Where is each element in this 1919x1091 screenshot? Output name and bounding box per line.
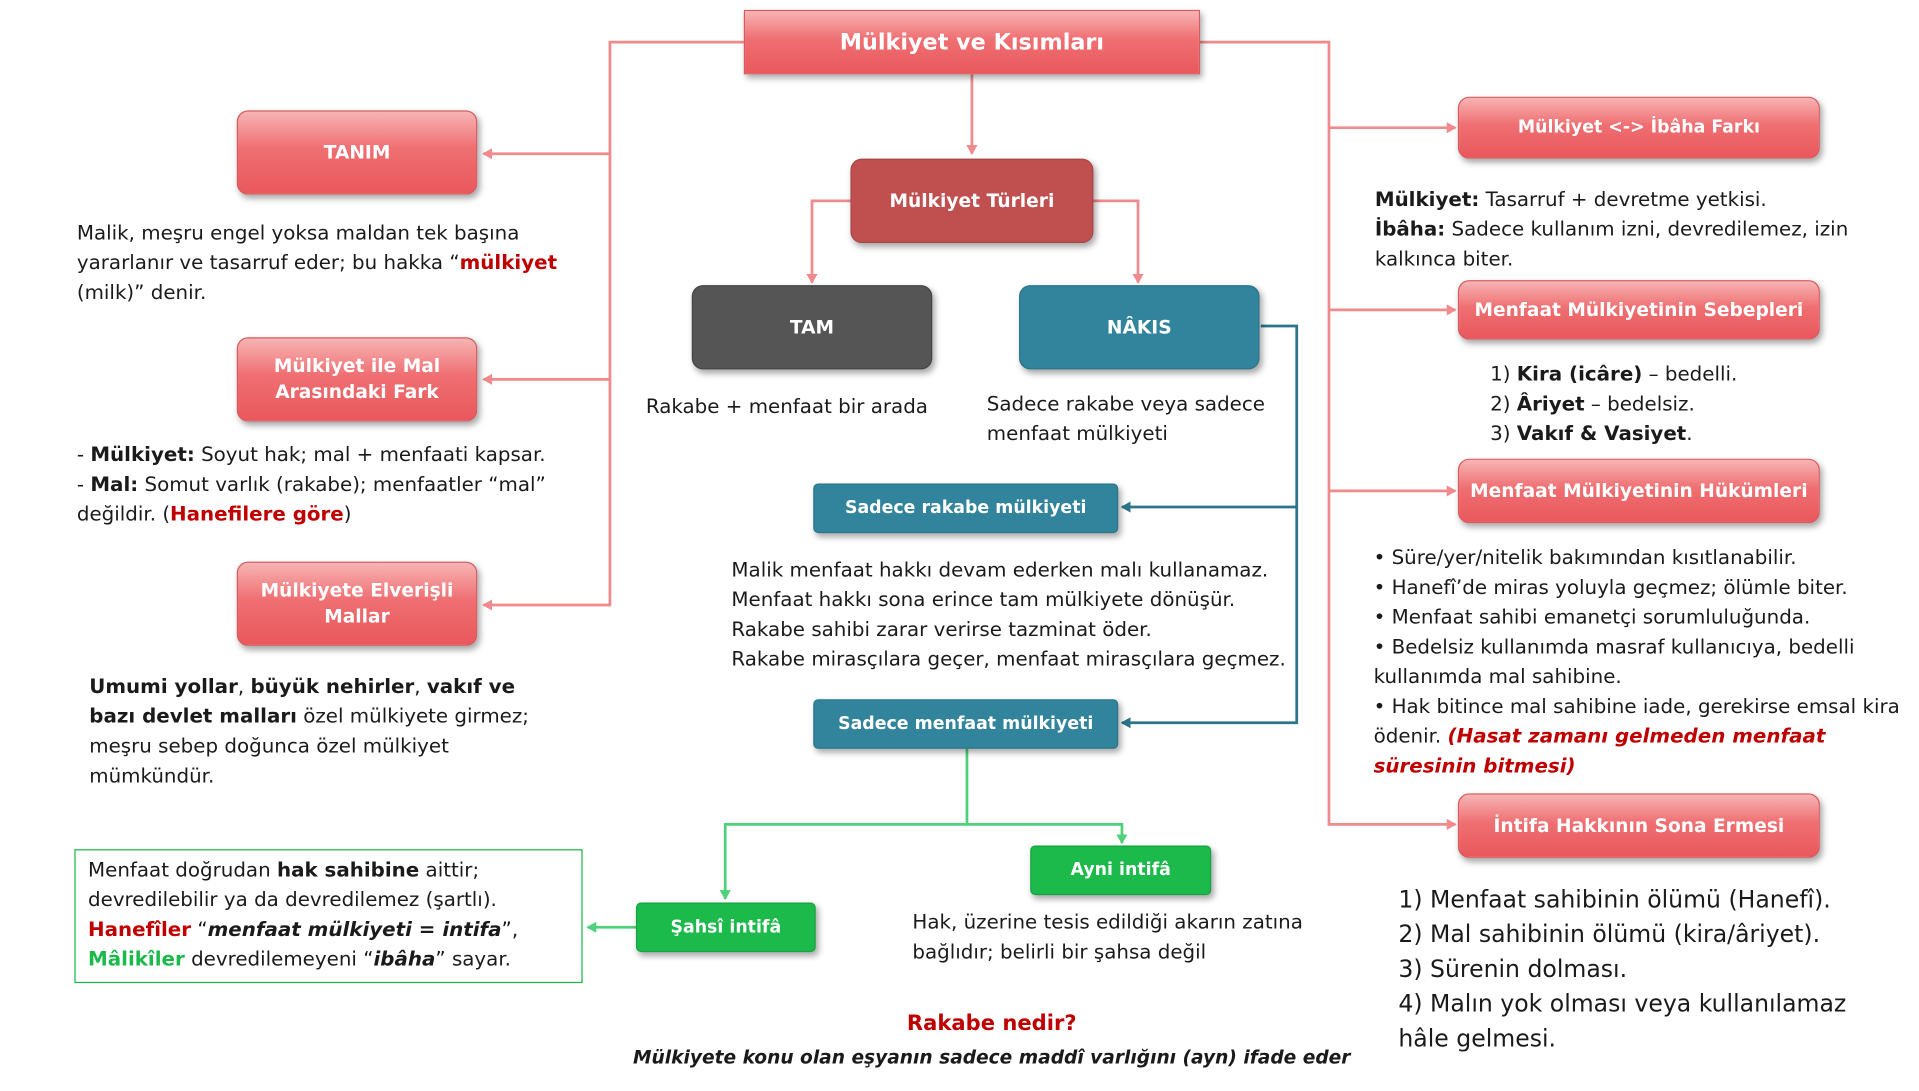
elverisli-mallar-text: Umumi yollar, büyük nehirler, vakıf ve b…: [89, 674, 529, 788]
mulkiyet-mal-fark-text: - Mülkiyet: Soyut hak; mal + menfaati ka…: [76, 442, 546, 526]
elverisli-mallar-box: Mülkiyete Elverişli Mallar: [236, 561, 478, 646]
sebepler-box: Menfaat Mülkiyetinin Sebepleri: [1457, 280, 1820, 340]
rakabe-question: Rakabe nedir?: [906, 1011, 1077, 1037]
tanim-text: Malik, meşru engel yoksa maldan tek başı…: [76, 220, 558, 304]
hukumler-box: Menfaat Mülkiyetinin Hükümleri: [1457, 458, 1820, 524]
mulkiyet-mal-fark-box: Mülkiyet ile Mal Arasındaki Fark: [236, 337, 478, 422]
sona-erme-box: İntifa Hakkının Sona Ermesi: [1457, 793, 1820, 858]
ayni-intifa-box: Ayni intifâ: [1030, 845, 1212, 896]
title-box: Mülkiyet ve Kısımları: [743, 9, 1201, 75]
ibaha-fark-box: Mülkiyet <-> İbâha Farkı: [1457, 96, 1820, 159]
sona-erme-list: 1) Menfaat sahibinin ölümü (Hanefî). 2) …: [1398, 886, 1847, 1053]
tanim-box: TANIM: [236, 110, 478, 195]
nakis-box: NÂKIS: [1019, 285, 1260, 370]
sadece-rakabe-box: Sadece rakabe mülkiyeti: [813, 483, 1119, 534]
mulkiyet-turleri-box: Mülkiyet Türleri: [850, 158, 1094, 243]
ibaha-fark-text: Mülkiyet: Tasarruf + devretme yetkisi. İ…: [1374, 187, 1849, 271]
nakis-text: Sadece rakabe veya sadece menfaat mülkiy…: [986, 391, 1265, 446]
sadece-rakabe-text: Malik menfaat hakkı devam ederken malı k…: [731, 557, 1286, 671]
sahsi-intifa-box: Şahsî intifâ: [635, 902, 816, 953]
tam-text: Rakabe + menfaat bir arada: [645, 394, 928, 418]
ayni-intifa-text: Hak, üzerine tesis edildiği akarın zatın…: [912, 909, 1303, 964]
sahsi-intifa-text: Menfaat doğrudan hak sahibine aittir; de…: [74, 849, 583, 984]
sebepler-list: 1) Kira (icâre) – bedelli. 2) Âriyet – b…: [1490, 361, 1738, 446]
hukumler-list: • Süre/yer/nitelik bakımından kısıtlanab…: [1373, 545, 1900, 778]
sadece-menfaat-box: Sadece menfaat mülkiyeti: [813, 699, 1119, 749]
tam-box: TAM: [691, 285, 933, 370]
rakabe-answer: Mülkiyete konu olan eşyanın sadece maddî…: [633, 1046, 1351, 1069]
